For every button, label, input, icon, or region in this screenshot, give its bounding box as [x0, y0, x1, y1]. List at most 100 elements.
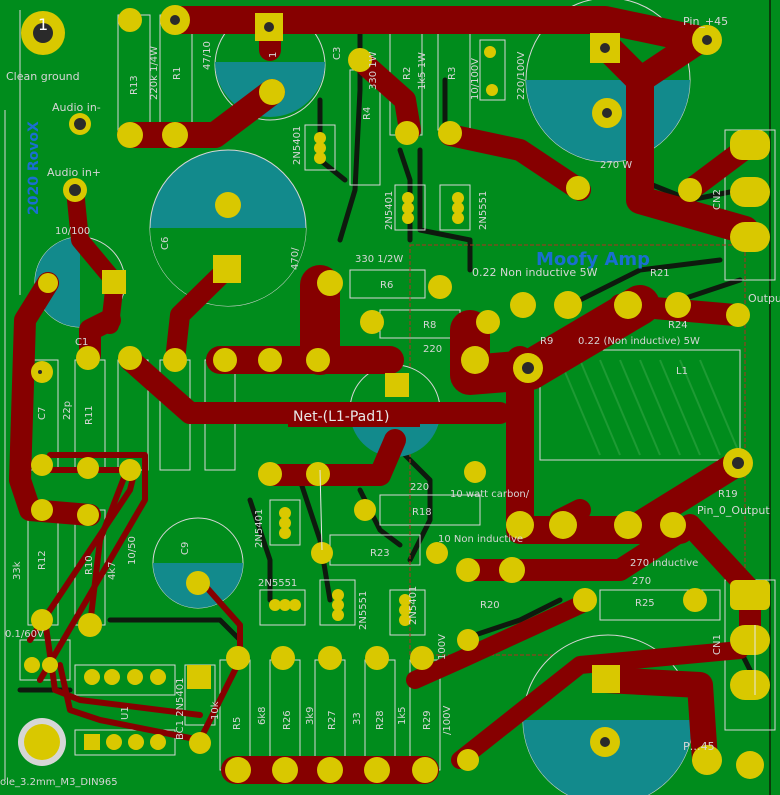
pad-square[interactable]	[102, 270, 126, 294]
pad[interactable]	[77, 504, 99, 526]
pad[interactable]	[510, 292, 536, 318]
pad[interactable]	[118, 346, 142, 370]
pad-square[interactable]	[592, 665, 620, 693]
pad[interactable]	[402, 202, 414, 214]
pad[interactable]	[314, 152, 326, 164]
pad[interactable]	[31, 454, 53, 476]
pad[interactable]	[76, 346, 100, 370]
pad[interactable]	[402, 212, 414, 224]
pad[interactable]	[726, 303, 750, 327]
screw-terminals[interactable]	[730, 130, 770, 700]
pad[interactable]	[332, 589, 344, 601]
pad[interactable]	[692, 745, 722, 775]
pad[interactable]	[457, 629, 479, 651]
pad[interactable]	[311, 542, 333, 564]
terminal-pad[interactable]	[730, 177, 770, 207]
pad[interactable]	[258, 462, 282, 486]
pad[interactable]	[660, 512, 686, 538]
pad[interactable]	[117, 122, 143, 148]
pad[interactable]	[464, 461, 486, 483]
pad[interactable]	[279, 517, 291, 529]
small-pads[interactable]	[84, 46, 498, 750]
pad[interactable]	[452, 202, 464, 214]
pad[interactable]	[279, 599, 291, 611]
pad[interactable]	[360, 310, 384, 334]
pad[interactable]	[279, 507, 291, 519]
pad[interactable]	[573, 588, 597, 612]
pad[interactable]	[399, 594, 411, 606]
pad[interactable]	[399, 604, 411, 616]
pad[interactable]	[317, 270, 343, 296]
pad[interactable]	[484, 46, 496, 58]
pad[interactable]	[259, 79, 285, 105]
pad[interactable]	[225, 757, 251, 783]
pad[interactable]	[348, 48, 372, 72]
pad[interactable]	[332, 609, 344, 621]
pad[interactable]	[271, 646, 295, 670]
pad[interactable]	[78, 613, 102, 637]
pad[interactable]	[354, 499, 376, 521]
pad[interactable]	[365, 646, 389, 670]
pad[interactable]	[457, 749, 479, 771]
pad[interactable]	[678, 178, 702, 202]
pad-square[interactable]	[84, 734, 100, 750]
pad[interactable]	[84, 669, 100, 685]
pad[interactable]	[104, 669, 120, 685]
pad[interactable]	[683, 588, 707, 612]
pad[interactable]	[306, 462, 330, 486]
audio-in-minus-pad[interactable]	[74, 118, 86, 130]
pad[interactable]	[412, 757, 438, 783]
pad[interactable]	[665, 292, 691, 318]
pad[interactable]	[410, 646, 434, 670]
pad[interactable]	[272, 757, 298, 783]
pad[interactable]	[318, 646, 342, 670]
terminal-pad[interactable]	[730, 670, 770, 700]
pad[interactable]	[452, 192, 464, 204]
pad[interactable]	[364, 757, 390, 783]
pad[interactable]	[127, 669, 143, 685]
pad[interactable]	[106, 734, 122, 750]
pad[interactable]	[189, 732, 211, 754]
pad[interactable]	[614, 511, 642, 539]
pad[interactable]	[452, 212, 464, 224]
pad[interactable]	[332, 599, 344, 611]
pad[interactable]	[566, 176, 590, 200]
pad[interactable]	[486, 84, 498, 96]
pad[interactable]	[428, 275, 452, 299]
terminal-pad[interactable]	[730, 222, 770, 252]
pad[interactable]	[31, 499, 53, 521]
pad[interactable]	[314, 132, 326, 144]
pad[interactable]	[31, 609, 53, 631]
pad[interactable]	[150, 669, 166, 685]
pad[interactable]	[317, 757, 343, 783]
pad[interactable]	[162, 122, 188, 148]
pad[interactable]	[554, 291, 582, 319]
pad[interactable]	[163, 348, 187, 372]
pad[interactable]	[42, 657, 58, 673]
pad[interactable]	[399, 614, 411, 626]
pad[interactable]	[24, 657, 40, 673]
pad[interactable]	[314, 142, 326, 154]
pad[interactable]	[402, 192, 414, 204]
pad[interactable]	[38, 273, 58, 293]
pad[interactable]	[279, 527, 291, 539]
pad-square[interactable]	[385, 373, 409, 397]
pad[interactable]	[226, 646, 250, 670]
pad[interactable]	[736, 751, 764, 779]
pad[interactable]	[150, 734, 166, 750]
pad[interactable]	[306, 348, 330, 372]
terminal-pad[interactable]	[730, 130, 770, 160]
pad[interactable]	[215, 192, 241, 218]
pad[interactable]	[38, 370, 42, 374]
pad[interactable]	[289, 599, 301, 611]
audio-in-plus-pad[interactable]	[69, 184, 81, 196]
pad[interactable]	[461, 346, 489, 374]
pad[interactable]	[426, 542, 448, 564]
pad-square[interactable]	[213, 255, 241, 283]
pad[interactable]	[186, 571, 210, 595]
pad[interactable]	[614, 291, 642, 319]
pad[interactable]	[77, 457, 99, 479]
pad[interactable]	[395, 121, 419, 145]
pad[interactable]	[128, 734, 144, 750]
